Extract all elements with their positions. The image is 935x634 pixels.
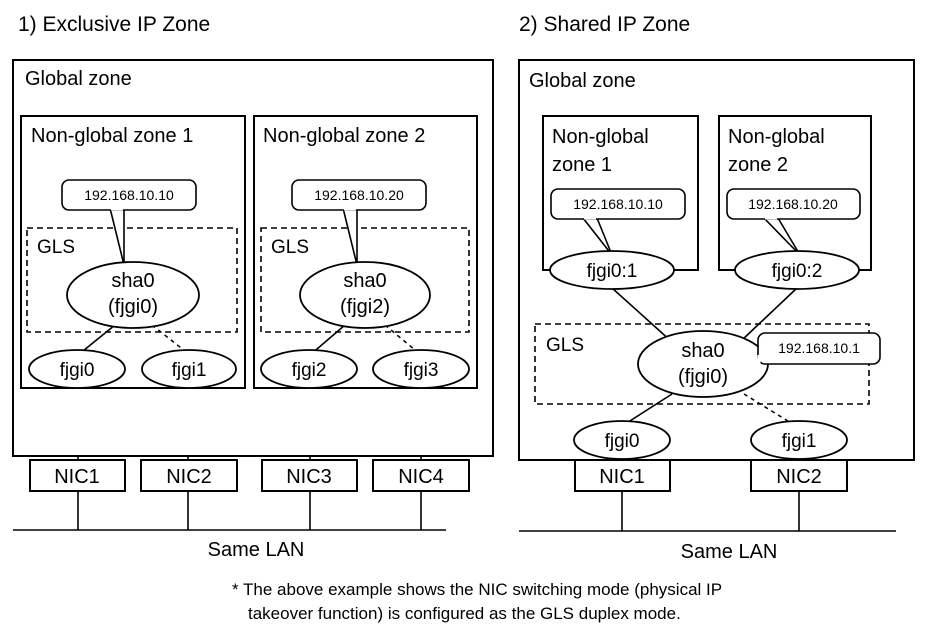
nic2-box	[750, 459, 848, 492]
nic-interface	[28, 349, 126, 389]
non-global-zone-2-box	[253, 115, 478, 389]
ip-callout	[550, 188, 686, 220]
gls-boundary	[260, 227, 470, 333]
global-zone-label: Global zone	[25, 68, 132, 90]
non-global-zone-1-label: Non-global	[552, 126, 649, 148]
ip-address: 192.168.10.20	[748, 196, 838, 212]
nic-label: NIC4	[398, 466, 444, 488]
shared-heading: 2) Shared IP Zone	[519, 13, 690, 36]
nic-label: NIC1	[599, 466, 645, 488]
sha-interface: (fjgi0)	[108, 296, 158, 318]
ip-callout	[757, 332, 881, 365]
footnote-line-2: takeover function) is configured as the …	[248, 604, 681, 623]
ip-address: 192.168.10.10	[573, 196, 663, 212]
ip-callout	[61, 179, 197, 211]
nic1-box	[574, 459, 671, 492]
non-global-zone-2-label: Non-global	[728, 126, 825, 148]
virtual-interface-label: fjgi0:1	[587, 261, 638, 282]
non-global-zone-1-label: Non-global zone 1	[31, 125, 193, 147]
nic-interface-label: fjgi1	[782, 431, 817, 452]
sha-name: sha0	[681, 340, 724, 362]
nic-interface-label: fjgi0	[60, 360, 95, 381]
virtual-interface	[734, 250, 860, 290]
global-zone-label: Global zone	[529, 70, 636, 92]
nic-interface-label: fjgi1	[172, 360, 207, 381]
ip-address: 192.168.10.1	[778, 340, 860, 356]
non-global-zone-1-box	[20, 115, 246, 389]
nic-interface-label: fjgi0	[605, 431, 640, 452]
nic-label: NIC3	[286, 466, 332, 488]
virtual-interface	[549, 250, 675, 290]
sha-interface: (fjgi0)	[678, 366, 728, 388]
nic-interface-label: fjgi3	[404, 360, 439, 381]
non-global-zone-2-label: Non-global zone 2	[263, 125, 425, 147]
gls-label: GLS	[37, 237, 75, 258]
ip-address: 192.168.10.20	[314, 187, 404, 203]
footnote-line-1: * The above example shows the NIC switch…	[232, 580, 722, 599]
nic-label: NIC2	[166, 466, 212, 488]
ip-callout	[726, 188, 861, 220]
lan-label: Same LAN	[208, 539, 305, 561]
nic2-box	[140, 459, 238, 492]
non-global-zone-2-label: zone 2	[728, 154, 788, 176]
sha-interface: (fjgi2)	[340, 296, 390, 318]
nic-label: NIC1	[54, 466, 100, 488]
ip-address: 192.168.10.10	[84, 187, 174, 203]
gls-boundary	[26, 227, 238, 333]
virtual-interface-label: fjgi0:2	[772, 261, 823, 282]
link-line	[611, 287, 673, 343]
nic-interface	[141, 349, 237, 389]
gls-label: GLS	[271, 237, 309, 258]
sha-name: sha0	[111, 270, 154, 292]
nic3-box	[261, 459, 358, 492]
ip-callout	[291, 179, 427, 211]
sha0-virtual-interface	[66, 261, 200, 329]
exclusive-heading: 1) Exclusive IP Zone	[18, 13, 210, 36]
nic-interface	[260, 349, 358, 389]
sha-name: sha0	[343, 270, 386, 292]
non-global-zone-1-label: zone 1	[552, 154, 612, 176]
nic1-box	[29, 459, 126, 492]
nic-interface-label: fjgi2	[292, 360, 327, 381]
link-line	[741, 287, 798, 341]
gls-label: GLS	[546, 335, 584, 356]
nic-interface	[372, 349, 470, 389]
sha0-virtual-interface	[299, 261, 431, 329]
nic-label: NIC2	[776, 466, 822, 488]
lan-label: Same LAN	[681, 541, 778, 563]
